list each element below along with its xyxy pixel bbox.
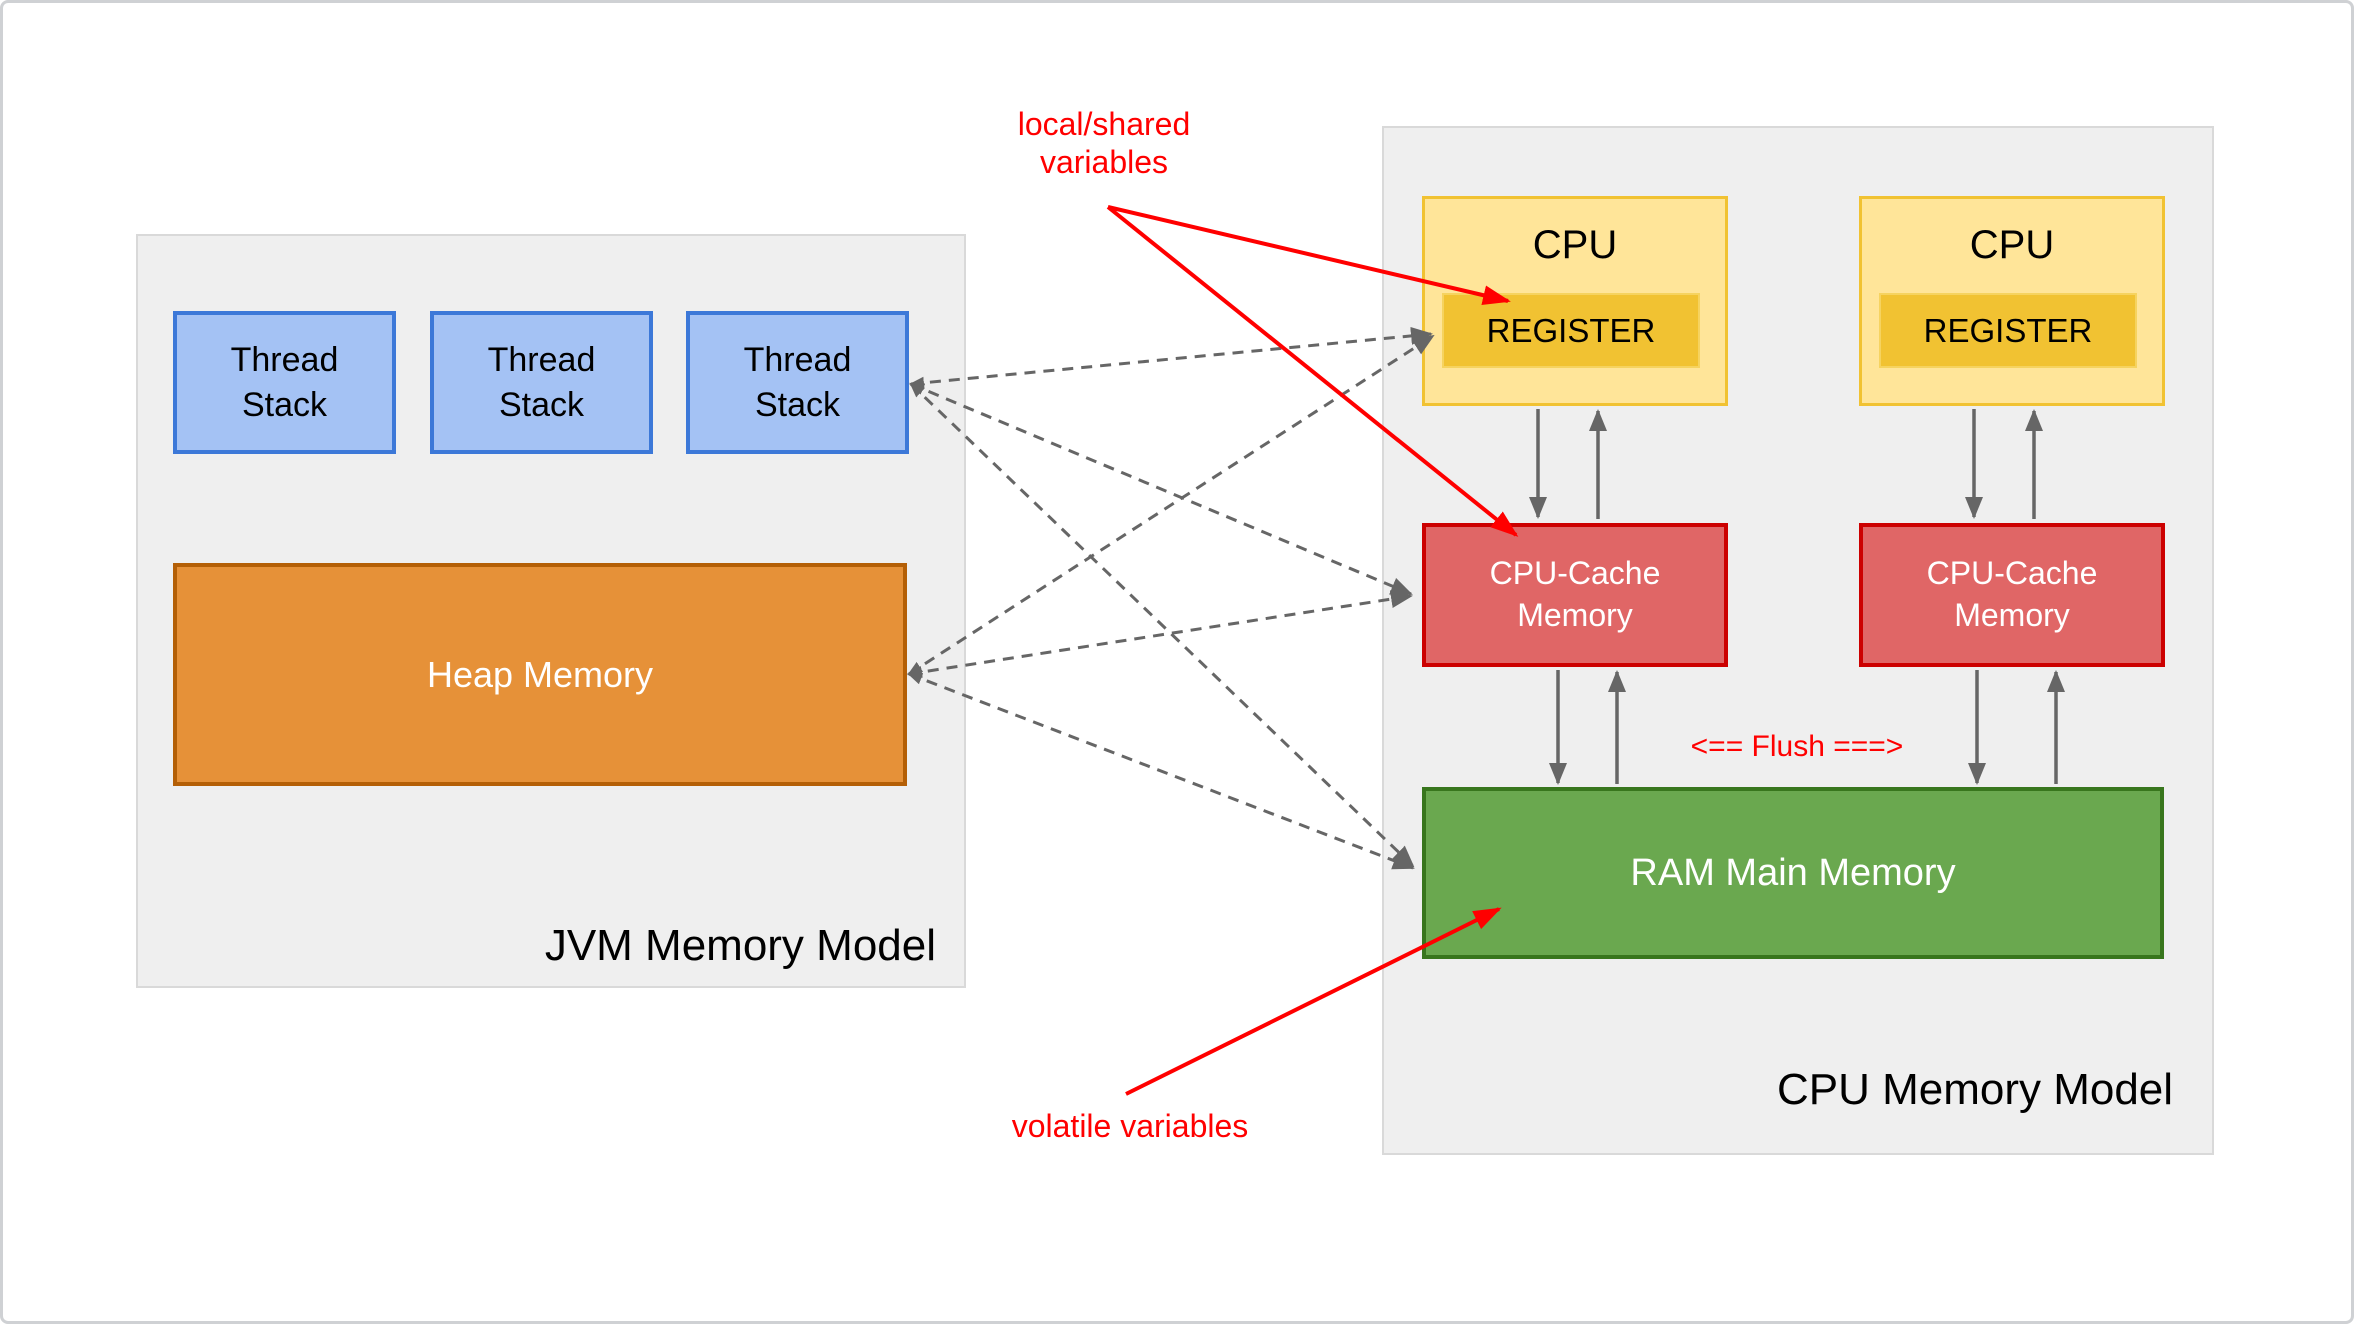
dashed-arrow-stack-ram: [909, 382, 1415, 868]
register-box-1: REGISTER: [1442, 293, 1700, 368]
flush-label: <== Flush ===>: [1690, 730, 1904, 763]
thread-stack-box-1: Thread Stack: [173, 311, 396, 454]
cpu-cache-label: CPU-Cache Memory: [1489, 555, 1661, 633]
register-label: REGISTER: [1486, 311, 1656, 349]
cpu-cache-box-2: CPU-Cache Memory: [1859, 523, 2165, 667]
dashed-arrow-heap-ram: [907, 672, 1415, 870]
thread-stack-label: Thread Stack: [743, 341, 852, 424]
register-box-2: REGISTER: [1879, 293, 2137, 368]
dashed-arrows: [907, 326, 1435, 870]
cpu-cache-label: CPU-Cache Memory: [1926, 555, 2098, 633]
heap-memory-box: Heap Memory: [173, 563, 907, 786]
dashed-arrow-heap-register: [907, 334, 1435, 676]
volatile-variables-label: volatile variables: [1011, 1108, 1249, 1144]
dashed-arrow-heap-cache: [907, 590, 1413, 678]
thread-stack-box-3: Thread Stack: [686, 311, 909, 454]
thread-stack-label: Thread Stack: [230, 341, 339, 424]
thread-stack-label: Thread Stack: [487, 341, 596, 424]
dashed-arrow-stack-register: [909, 326, 1433, 389]
heap-memory-label: Heap Memory: [426, 653, 654, 695]
cpu-label: CPU: [1969, 223, 2055, 267]
ram-main-memory-box: RAM Main Memory: [1422, 787, 2164, 959]
thread-stack-box-2: Thread Stack: [430, 311, 653, 454]
cpu-panel-title: CPU Memory Model: [1776, 1065, 2174, 1114]
local-shared-variables-label: local/shared variables: [1017, 106, 1191, 181]
jvm-panel-title: JVM Memory Model: [544, 921, 936, 970]
register-label: REGISTER: [1923, 311, 2093, 349]
ram-main-memory-label: RAM Main Memory: [1630, 851, 1956, 894]
cpu-cache-box-1: CPU-Cache Memory: [1422, 523, 1728, 667]
cpu-label: CPU: [1532, 223, 1618, 267]
dashed-arrow-stack-cache: [909, 382, 1413, 596]
